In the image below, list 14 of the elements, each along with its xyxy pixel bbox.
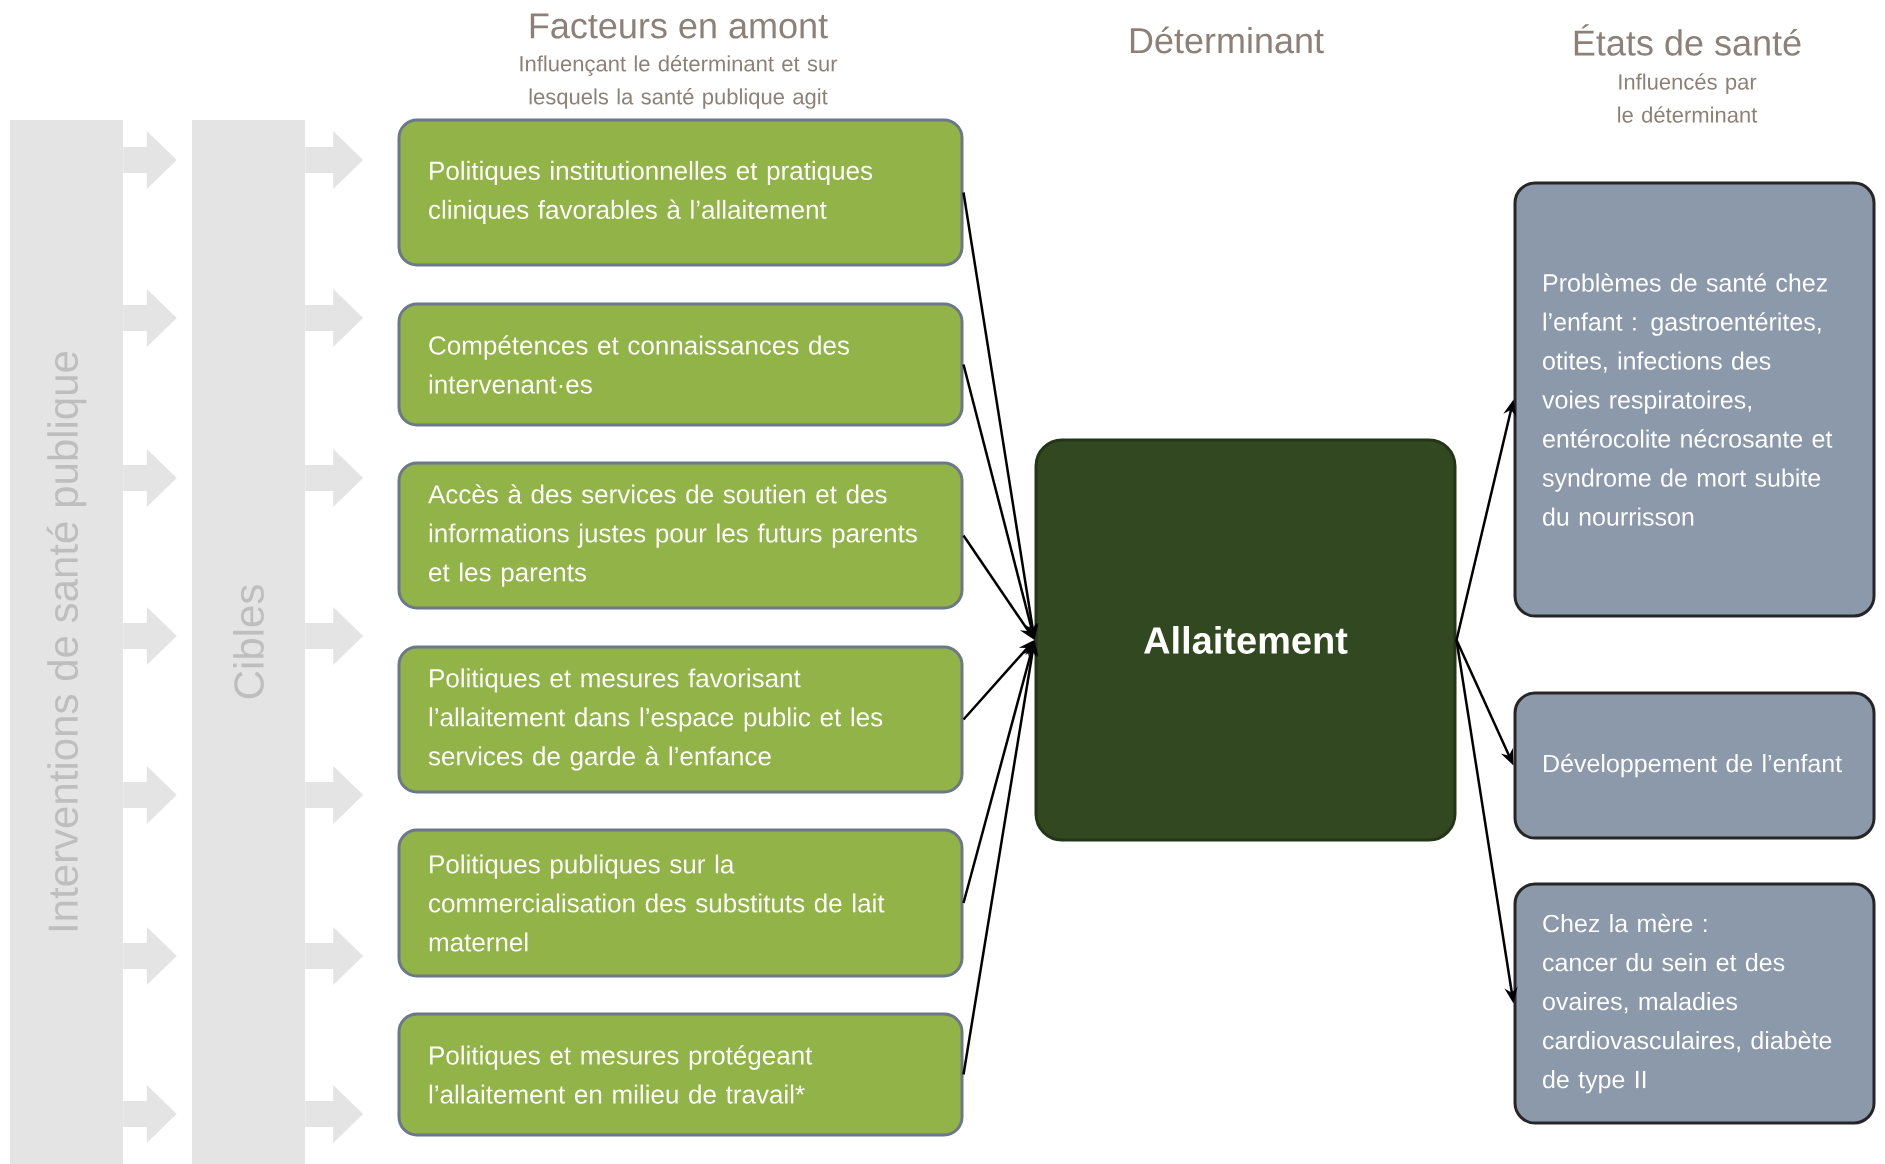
health-outcome-box: Chez la mère : cancer du sein et des ovaires, maladies cardiovasculaires, diabète de type II [1513,882,1876,1125]
determinant-box: Allaitement [1034,438,1457,842]
column-heading: États de santé [1574,24,1801,56]
factor-box: Politiques publiques sur la commercialisation des substituts de lait maternel [397,828,964,978]
factor-box: Politiques et mesures favorisant l’allaitement dans l’espace public et les services de garde à l’enfance [397,645,964,794]
health-outcome-box: Développement de l’enfant [1513,691,1876,840]
column-subtitle: Influencés par le déterminant [1618,73,1758,123]
factor-box: Accès à des services de soutien et des informations justes pour les futurs parents et les parents [397,461,964,610]
column-heading: Facteurs en amont [530,13,828,39]
factor-box: Politiques institutionnelles et pratiques cliniques favorables à l’allaitement [397,118,964,267]
factor-box: Politiques et mesures protégeant l’allaitement en milieu de travail* [397,1012,964,1137]
health-outcome-box: Problèmes de santé chez l’enfant : gastroentérites, otites, infections des voies respiratoires, entérocolite nécrosante et syndrome de mort subite du nourrisson [1513,181,1876,618]
factor-box: Compétences et connaissances des intervenant·es [397,302,964,427]
column-heading: Déterminant [1130,26,1324,54]
